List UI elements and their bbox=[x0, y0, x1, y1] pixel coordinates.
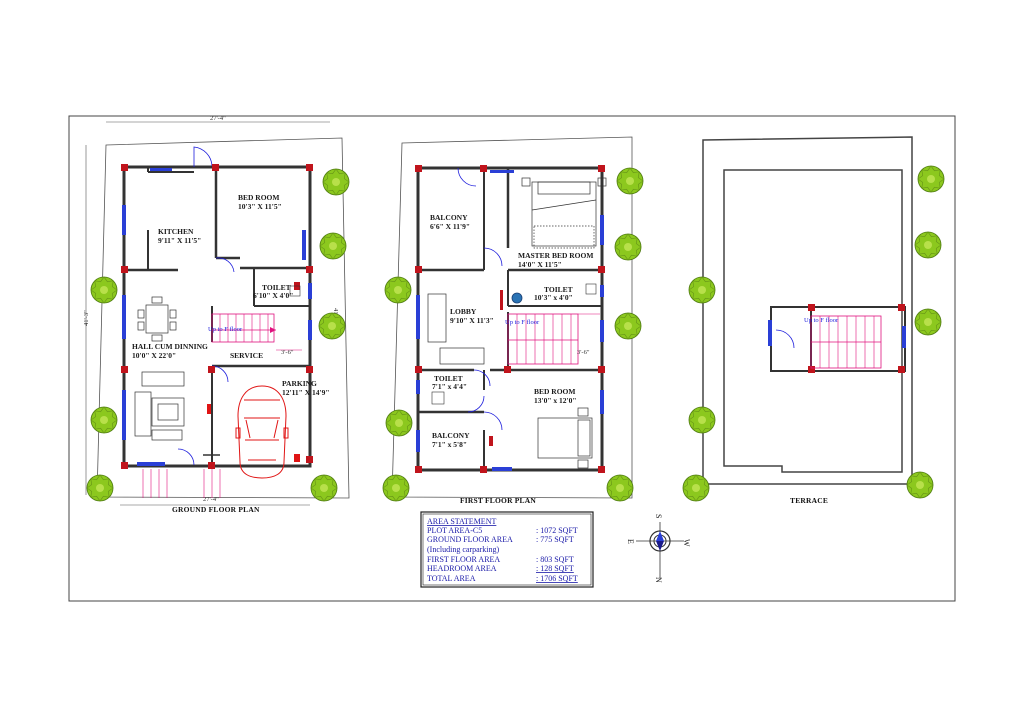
toilet2-size: 7'1" x 4'4" bbox=[432, 382, 467, 391]
area-statement-table: AREA STATEMENT PLOT AREA-C5 : 1072 SQFT … bbox=[420, 511, 594, 588]
service-dim: 3'-6" bbox=[281, 349, 294, 356]
area-row-label: (Including carparking) bbox=[427, 545, 500, 554]
parking-label: PARKING bbox=[282, 379, 317, 388]
ground-entry-steps bbox=[142, 469, 221, 498]
tree-icon bbox=[616, 167, 644, 195]
balcony1-size: 6'6" X 11'9" bbox=[430, 222, 470, 231]
ground-staircase: Up to F floor bbox=[208, 313, 302, 351]
toilet-label: TOILET bbox=[262, 283, 291, 292]
terrace-parapet bbox=[723, 169, 903, 473]
tree-icon bbox=[906, 471, 934, 499]
headroom: Up to F floor bbox=[768, 304, 906, 373]
sheet-border bbox=[68, 115, 956, 602]
tree-icon bbox=[917, 165, 945, 193]
bedroom-size: 10'3" X 11'5" bbox=[238, 202, 282, 211]
master-size: 14'0" X 11'5" bbox=[518, 260, 562, 269]
compass-s: S bbox=[654, 514, 663, 518]
terrace-boundary bbox=[702, 136, 913, 485]
lobby-sofa-icon bbox=[427, 293, 485, 365]
compass-e: E bbox=[626, 539, 635, 544]
tree-icon bbox=[86, 474, 114, 502]
hall-label: HALL CUM DINNING bbox=[132, 342, 208, 351]
area-row-value: : 803 SQFT bbox=[536, 555, 574, 564]
area-row-label: TOTAL AREA bbox=[427, 574, 476, 583]
ground-left-dim: 41'-3" bbox=[83, 310, 90, 326]
first-staircase: Up to F floor 3'-6" bbox=[505, 313, 600, 365]
wash-basin-icon bbox=[511, 292, 523, 304]
first-plan-title: FIRST FLOOR PLAN bbox=[460, 496, 536, 505]
ground-windows bbox=[122, 168, 312, 466]
area-row-label: PLOT AREA-C5 bbox=[427, 526, 482, 535]
balcony2-size: 7'1" x 5'8" bbox=[432, 440, 467, 449]
tree-icon bbox=[90, 406, 118, 434]
area-row-value: : 775 SQFT bbox=[536, 535, 574, 544]
master-bed-icon bbox=[521, 177, 607, 249]
first-stair-dim: 3'-6" bbox=[577, 349, 590, 356]
balcony1-label: BALCONY bbox=[430, 213, 468, 222]
tree-icon bbox=[614, 312, 642, 340]
area-row-value: : 1706 SQFT bbox=[536, 574, 578, 583]
terrace-stair-label: Up to F floor bbox=[804, 317, 839, 324]
compass-n: N bbox=[654, 577, 663, 583]
tree-icon bbox=[318, 312, 346, 340]
bedroom2-label: BED ROOM bbox=[534, 387, 575, 396]
tree-icon bbox=[322, 168, 350, 196]
parking-size: 12'11" X 14'9" bbox=[282, 388, 330, 397]
bedroom-bed-icon bbox=[537, 407, 593, 469]
bedroom-label: BED ROOM bbox=[238, 193, 279, 202]
area-row-value: : 128 SQFT bbox=[536, 564, 574, 573]
lobby-size: 9'10" X 11'3" bbox=[450, 316, 494, 325]
first-windows bbox=[416, 170, 604, 471]
tree-icon bbox=[385, 409, 413, 437]
master-label: MASTER BED ROOM bbox=[518, 251, 593, 260]
trees bbox=[86, 165, 945, 502]
toilet1-size: 10'3" x 4'0" bbox=[534, 293, 573, 302]
tree-icon bbox=[914, 308, 942, 336]
ground-sofa-set bbox=[134, 371, 185, 441]
tree-icon bbox=[614, 233, 642, 261]
tree-icon bbox=[310, 474, 338, 502]
terrace-title: TERRACE bbox=[790, 496, 828, 505]
ground-dining-table bbox=[137, 296, 177, 342]
tree-icon bbox=[319, 232, 347, 260]
ground-stair-label: Up to F floor bbox=[208, 326, 243, 333]
toilet1-label: TOILET bbox=[544, 285, 573, 294]
terrace-plan: Up to F floor TERRACE bbox=[702, 136, 913, 505]
tree-icon bbox=[90, 276, 118, 304]
tree-icon bbox=[688, 276, 716, 304]
ground-floor-plan: 27'-4" 41'-3" 41'-3" 27'-4" bbox=[83, 115, 350, 514]
tree-icon bbox=[382, 474, 410, 502]
area-row-label: FIRST FLOOR AREA bbox=[427, 555, 500, 564]
compass-w: W bbox=[682, 539, 691, 547]
car-icon bbox=[235, 385, 289, 479]
balcony2-label: BALCONY bbox=[432, 431, 470, 440]
ground-plan-title: GROUND FLOOR PLAN bbox=[172, 505, 260, 514]
kitchen-size: 9'11" X 11'5" bbox=[158, 236, 201, 245]
first-floor-plan: Up to F floor 3'-6" bbox=[391, 136, 633, 505]
lobby-label: LOBBY bbox=[450, 307, 477, 316]
area-row-label: GROUND FLOOR AREA bbox=[427, 535, 513, 544]
service-label: SERVICE bbox=[230, 351, 263, 360]
bedroom2-size: 13'0" x 12'0" bbox=[534, 396, 577, 405]
tree-icon bbox=[606, 474, 634, 502]
kitchen-label: KITCHEN bbox=[158, 227, 194, 236]
first-stair-label: Up to F floor bbox=[505, 319, 540, 326]
tree-icon bbox=[914, 231, 942, 259]
tree-icon bbox=[682, 474, 710, 502]
tree-icon bbox=[688, 406, 716, 434]
first-plot-boundary bbox=[391, 136, 633, 499]
area-row-label: HEADROOM AREA bbox=[427, 564, 497, 573]
first-columns bbox=[415, 165, 605, 473]
toilet2-label: TOILET bbox=[434, 374, 463, 383]
hall-size: 10'0" X 22'0" bbox=[132, 351, 176, 360]
tree-icon bbox=[384, 276, 412, 304]
plot-boundary bbox=[96, 137, 350, 499]
toilet-size: 6'10" X 4'0" bbox=[253, 291, 293, 300]
compass-icon: S E W N bbox=[626, 514, 691, 583]
ground-top-dim: 27'-4" bbox=[210, 115, 226, 122]
area-row-value: : 1072 SQFT bbox=[536, 526, 578, 535]
area-heading: AREA STATEMENT bbox=[427, 517, 496, 526]
ground-bottom-dim: 27'-4" bbox=[203, 496, 219, 503]
